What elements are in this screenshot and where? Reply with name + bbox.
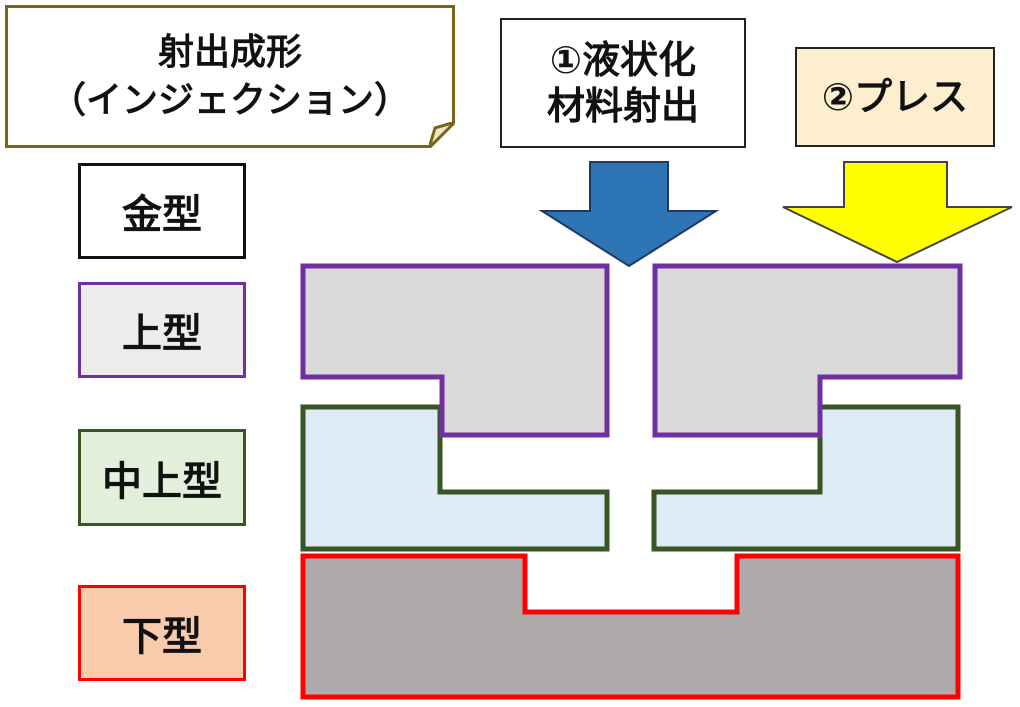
- step2-label: ②プレス: [821, 75, 969, 119]
- upper-mold-left: [300, 263, 610, 438]
- step2-box: ②プレス: [795, 47, 995, 147]
- page-fold-icon: [429, 122, 455, 148]
- down-arrow-blue-icon: [538, 161, 720, 268]
- step1-line2: 材料射出: [546, 84, 699, 128]
- legend-lower-mold-label: 下型: [122, 614, 202, 660]
- title-note: 射出成形 （インジェクション）: [5, 5, 455, 148]
- legend-mold-label: 金型: [122, 192, 202, 238]
- step1-box: ①液状化 材料射出: [500, 18, 746, 148]
- down-arrow-yellow-icon: [782, 161, 1013, 264]
- legend-mold: 金型: [78, 163, 246, 259]
- title-line1: 射出成形: [157, 31, 302, 73]
- legend-middle-upper-mold-label: 中上型: [102, 458, 222, 505]
- title-line2: （インジェクション）: [49, 79, 410, 121]
- legend-upper-mold: 上型: [78, 282, 246, 378]
- legend-lower-mold: 下型: [78, 585, 246, 681]
- legend-middle-upper-mold: 中上型: [78, 429, 246, 526]
- middle-upper-mold-right: [651, 404, 961, 552]
- legend-upper-mold-label: 上型: [122, 311, 202, 357]
- step1-line1: ①液状化: [549, 38, 697, 82]
- upper-mold-right: [652, 263, 963, 438]
- lower-mold: [300, 553, 961, 700]
